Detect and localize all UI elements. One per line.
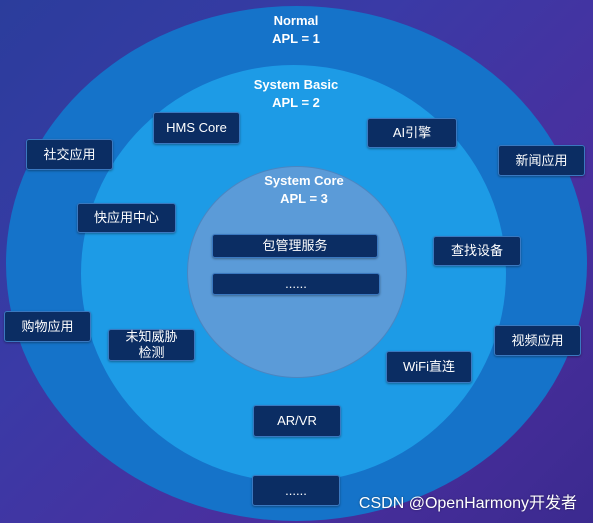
normal-app-news: 新闻应用 — [498, 145, 585, 176]
normal-app-social: 社交应用 — [26, 139, 113, 170]
normal-app-video: 视频应用 — [494, 325, 581, 356]
normal-app-shopping: 购物应用 — [4, 311, 91, 342]
basic-app-ai-engine: AI引擎 — [367, 118, 457, 148]
core-app-more: ...... — [212, 273, 380, 295]
system-core-ring-level: APL = 3 — [280, 191, 328, 206]
basic-app-hms-core: HMS Core — [153, 112, 240, 144]
normal-ring-level: APL = 1 — [272, 31, 320, 46]
basic-app-quick-app-center: 快应用中心 — [77, 203, 176, 233]
basic-app-threat-detection: 未知威胁 检测 — [108, 329, 195, 361]
normal-ring-title: Normal — [273, 13, 319, 28]
basic-app-wifi-direct: WiFi直连 — [386, 351, 472, 383]
csdn-watermark: CSDN @OpenHarmony开发者 — [358, 495, 577, 512]
system-basic-ring-title: System Basic — [253, 77, 339, 92]
system-core-ring-label: System Core APL = 3 — [246, 172, 362, 208]
basic-app-find-device: 查找设备 — [433, 236, 521, 266]
core-app-package-manager: 包管理服务 — [212, 234, 378, 258]
basic-app-ar-vr: AR/VR — [253, 405, 341, 437]
system-basic-ring-label: System Basic APL = 2 — [236, 76, 356, 112]
normal-app-more: ...... — [252, 475, 340, 506]
normal-ring-label: Normal APL = 1 — [246, 12, 346, 48]
system-core-apl-ring — [187, 166, 407, 378]
system-core-ring-title: System Core — [264, 173, 344, 188]
system-basic-ring-level: APL = 2 — [272, 95, 320, 110]
